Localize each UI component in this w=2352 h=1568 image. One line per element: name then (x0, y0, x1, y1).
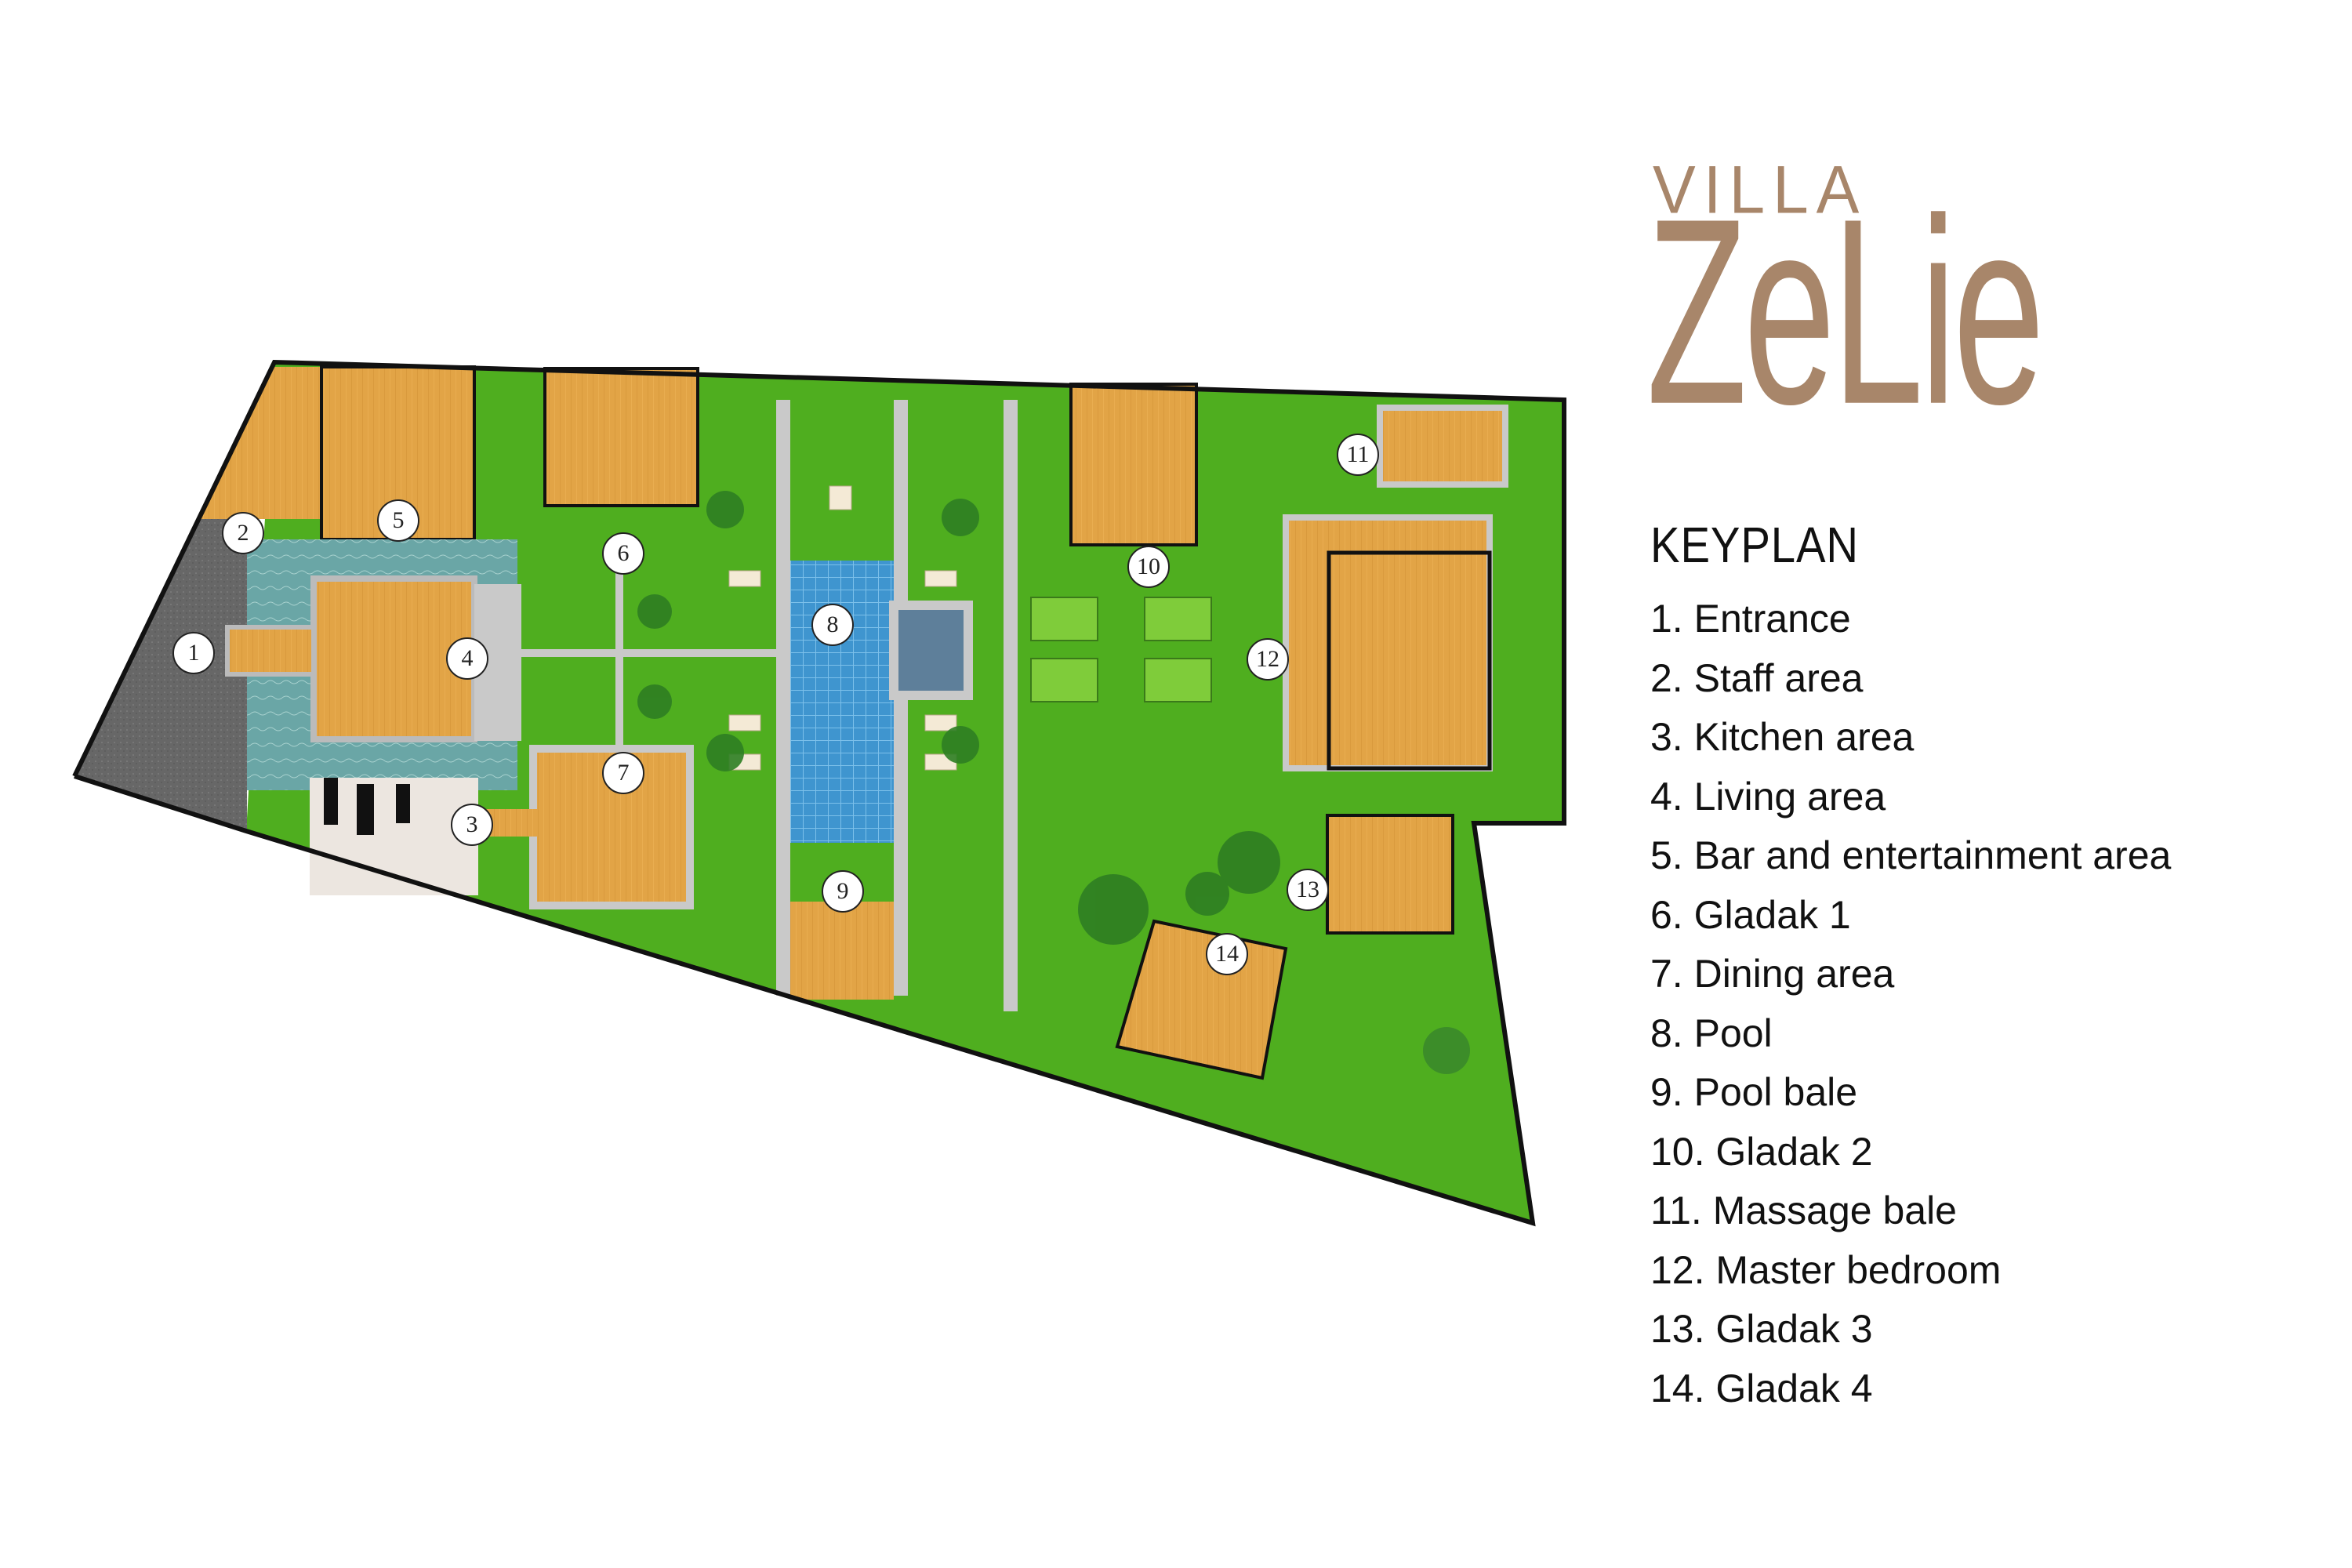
path (615, 568, 623, 749)
massage-bale (1377, 405, 1508, 488)
logo-villa-text: VILLA (1653, 152, 1867, 228)
entrance-deck (225, 625, 316, 677)
keyplan-item: 9. Pool bale (1650, 1070, 1858, 1114)
keyplan-item: 10. Gladak 2 (1650, 1129, 1873, 1174)
driveway (74, 517, 247, 833)
keyplan-item: 7. Dining area (1650, 952, 1895, 996)
keyplan-list: 1. Entrance 2. Staff area 3. Kitchen are… (1650, 590, 2171, 1418)
plan-marker-13: 13 (1287, 869, 1329, 911)
keyplan-item: 12. Master bedroom (1650, 1247, 2002, 1292)
villa-zelie-logo: VILLA ZeLie (1646, 152, 2045, 470)
pool-fountain (889, 601, 973, 700)
plan-marker-12: 12 (1247, 638, 1289, 681)
keyplan-item: 1. Entrance (1650, 597, 1851, 641)
plan-marker-4: 4 (446, 637, 488, 680)
pool (790, 561, 894, 843)
keyplan-item: 4. Living area (1650, 774, 1886, 818)
gladak-1 (543, 367, 699, 507)
plan-marker-8: 8 (811, 604, 854, 646)
path (1004, 400, 1018, 1011)
path (517, 649, 776, 657)
staff-area (198, 367, 321, 519)
plan-marker-7: 7 (602, 752, 644, 794)
plan-marker-1: 1 (172, 632, 215, 674)
plan-marker-2: 2 (222, 512, 264, 554)
pool-bale (790, 902, 894, 1000)
plan-marker-6: 6 (602, 532, 644, 575)
keyplan-title: KEYPLAN (1650, 517, 1859, 573)
keyplan-item: 2. Staff area (1650, 655, 1864, 700)
keyplan-item: 8. Pool (1650, 1011, 1773, 1055)
plan-marker-14: 14 (1206, 933, 1248, 975)
keyplan-item: 3. Kitchen area (1650, 715, 1915, 759)
plan-marker-5: 5 (377, 499, 419, 542)
keyplan-item: 5. Bar and entertainment area (1650, 833, 2172, 877)
plan-marker-3: 3 (451, 804, 493, 846)
master-bedroom (1283, 514, 1493, 771)
plan-marker-11: 11 (1337, 434, 1379, 476)
gladak-2 (1069, 383, 1198, 546)
plan-marker-10: 10 (1127, 546, 1170, 588)
site-boundary (72, 359, 1566, 1227)
keyplan-item: 14. Gladak 4 (1650, 1366, 1873, 1410)
logo-zelie-text: ZeLie (1646, 165, 2045, 460)
keyplan-legend: KEYPLAN 1. Entrance 2. Staff area 3. Kit… (1650, 516, 2171, 1418)
keyplan-item: 11. Massage bale (1650, 1189, 1957, 1232)
path (776, 400, 790, 996)
plan-marker-9: 9 (822, 870, 864, 913)
keyplan-item: 13. Gladak 3 (1650, 1307, 1873, 1351)
villa-site-plan (72, 359, 1566, 1227)
gladak-3 (1326, 814, 1454, 935)
keyplan-item: 6. Gladak 1 (1650, 892, 1851, 937)
